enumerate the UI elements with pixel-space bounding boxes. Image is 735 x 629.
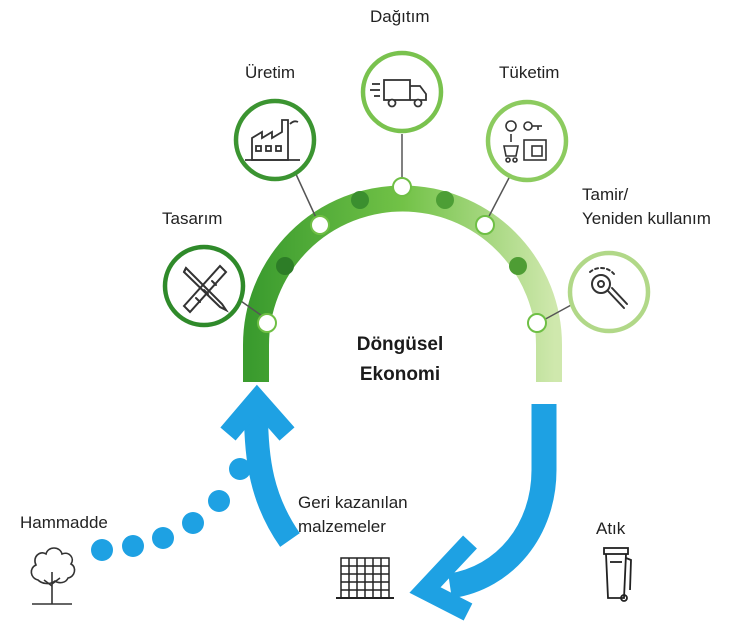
label-recovered-line1: Geri kazanılan: [298, 493, 408, 512]
label-hammadde: Hammadde: [20, 513, 108, 532]
center-title-line1: Döngüsel: [356, 334, 444, 355]
recovery-arrowhead: [220, 384, 295, 441]
green-arc: [243, 185, 562, 382]
center-title-line2: Ekonomi: [359, 364, 441, 385]
connector-line: [485, 175, 511, 223]
connector-line: [237, 298, 266, 319]
connector-line: [294, 171, 319, 223]
raw-material-dot: [208, 490, 230, 512]
stage-circle-dagitim: [360, 50, 444, 134]
waste-arrowhead: [409, 535, 477, 621]
arc-node: [475, 215, 495, 235]
arc-dot-dark: [276, 257, 294, 275]
label-atik: Atık: [596, 519, 626, 538]
label-dagitim: Dağıtım: [370, 7, 430, 26]
truck-icon: [370, 79, 427, 108]
arc-dot-dark: [509, 257, 527, 275]
arc-node: [310, 215, 330, 235]
center-title: Döngüsel Ekonomi: [345, 330, 455, 390]
raw-material-dot: [122, 535, 144, 557]
label-recovered-line2: malzemeler: [298, 517, 386, 536]
arc-dot-dark: [436, 191, 454, 209]
label-tasarim: Tasarım: [162, 209, 223, 228]
raw-material-dot: [91, 539, 113, 561]
shopping-icon: [503, 120, 547, 163]
waste-loop-arrow: [447, 404, 557, 599]
label-uretim: Üretim: [245, 63, 296, 82]
raw-material-dot: [182, 512, 204, 534]
trash-bin-icon: [603, 547, 632, 602]
arc-node: [392, 177, 412, 197]
raw-material-dot: [229, 458, 251, 480]
stage-circle-uretim: [233, 98, 317, 182]
label-tuketim: Tüketim: [499, 63, 560, 82]
label-tamir-line1: Tamir/: [582, 185, 629, 204]
factory-icon: [245, 119, 300, 161]
stage-circle-tuketim: [485, 99, 569, 183]
arc-dot-dark: [351, 191, 369, 209]
wrench-icon: [589, 267, 628, 309]
label-tamir-line2: Yeniden kullanım: [582, 209, 711, 228]
material-bale-icon: [336, 557, 394, 599]
ruler-pencil-icon: [182, 264, 229, 314]
arc-node: [527, 313, 547, 333]
arc-node: [257, 313, 277, 333]
recovery-arrow: [244, 411, 300, 547]
raw-material-dot: [152, 527, 174, 549]
tree-icon: [30, 547, 76, 605]
